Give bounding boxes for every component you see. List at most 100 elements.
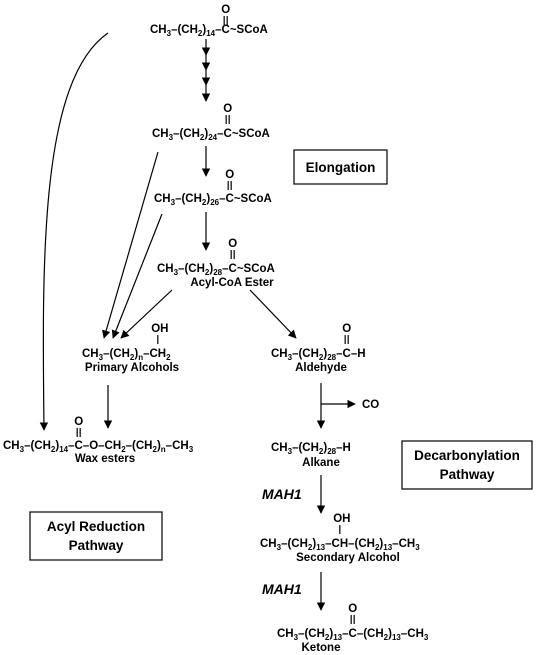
formula-c30-part-4: ) [209,263,213,275]
arrow-c16-wax [39,32,109,431]
formula-aldehyde: CH3–(CH2)28–C–H [271,348,366,362]
formula-secalcohol-part-10: –CH [392,538,415,550]
formula-c30-part-0: CH [157,263,174,275]
formula-c30-part-2: –(CH [178,263,205,275]
formula-ketone-part-5: 13 [333,633,342,642]
formula-c26-part-2: –(CH [173,128,200,140]
compound-secondary-alcohol: CH3–(CH2)13–CH–(CH2)13–CH3 OH [260,513,420,552]
formula-wax-part-6: –C–O–CH [68,440,121,452]
formula-c16-part-4: ) [202,24,206,36]
arrow-c28-alcohols [111,213,163,339]
formula-primary-alcohol: CH3–(CH2)n–CH2 [82,348,171,362]
decarbonylation-label-line2: Pathway [440,467,495,482]
hydroxyl-secondary-alcohol: OH [333,513,350,525]
formula-wax-ester: CH3–(CH2)14–C–O–CH2–(CH2)n–CH3 [3,440,194,454]
formula-c26-part-4: ) [204,128,208,140]
formula-secalcohol-part-11: 3 [415,543,420,552]
formula-secalcohol-part-2: –(CH [281,538,308,550]
formula-aldehyde-part-6: –C–H [336,348,365,360]
formula-alkane-part-5: 28 [327,447,336,456]
formula-aldehyde-part-0: CH [271,348,288,360]
decarbonylation-box: Decarbonylation Pathway [401,440,533,490]
formula-ketone-part-9: 13 [392,633,401,642]
formula-c16-part-1: 3 [167,29,172,38]
formula-alkane-part-0: CH [271,442,288,454]
formula-secalcohol-part-0: CH [260,538,277,550]
formula-wax-part-9: 2 [152,445,157,454]
formula-c28-part-3: 2 [202,198,207,207]
formula-c28-part-4: ) [206,193,210,205]
formula-c28-part-6: –C~SCoA [219,193,272,205]
compound-c30-acyl-coa: CH3–(CH2)28–C~SCoA O [157,238,275,277]
carbonyl-o-c28: O [225,169,234,181]
compound-c28-acyl-coa: CH3–(CH2)26–C~SCoA O [154,169,272,207]
formula-c26: CH3–(CH2)24–C~SCoA [152,128,270,142]
formula-aldehyde-part-4: ) [323,348,327,360]
decarbonylation-label-line1: Decarbonylation [414,448,520,463]
formula-c28-part-5: 26 [210,198,219,207]
compound-alkane: CH3–(CH2)28–H [271,442,351,456]
mah1-enzyme-label-2: MAH1 [262,581,302,597]
formula-c26-part-0: CH [152,128,169,140]
aldehyde-label: Aldehyde [295,362,347,374]
formula-wax-part-12: –CH [166,440,189,452]
formula-aldehyde-part-1: 3 [288,353,293,362]
formula-alcohol-part-5: n [138,353,143,362]
formula-c30-part-5: 28 [213,268,222,277]
formula-ketone-part-2: –(CH [298,628,325,640]
formula-ketone-part-10: –CH [401,628,424,640]
formula-ketone-part-1: 3 [294,633,299,642]
formula-c26-part-6: –C~SCoA [217,128,270,140]
compound-aldehyde: CH3–(CH2)28–C–H O [271,323,366,362]
formula-aldehyde-part-2: –(CH [292,348,319,360]
formula-c16-part-0: CH [150,24,167,36]
formula-wax-part-3: 2 [51,445,56,454]
formula-wax-part-2: –(CH [24,440,51,452]
carbonyl-o-c30: O [228,238,237,250]
carbonyl-o-wax: O [74,416,83,428]
formula-c26-part-5: 24 [208,133,217,142]
compound-wax-ester: CH3–(CH2)14–C–O–CH2–(CH2)n–CH3 O [3,416,194,454]
formula-alkane-part-6: –H [336,442,351,454]
formula-ketone-part-8: ) [388,628,392,640]
wax-esters-label: Wax esters [75,453,135,465]
formula-alcohol-part-1: 3 [99,353,104,362]
compound-c26-acyl-coa: CH3–(CH2)24–C~SCoA O [152,103,270,142]
primary-alcohols-label: Primary Alcohols [85,362,179,374]
formula-c30-part-1: 3 [174,268,179,277]
formula-secalcohol-part-6: –CH–(CH [325,538,375,550]
formula-ketone-part-4: ) [329,628,333,640]
formula-secondary-alcohol: CH3–(CH2)13–CH–(CH2)13–CH3 [260,538,420,552]
formula-alkane-part-2: –(CH [292,442,319,454]
elongation-label: Elongation [306,160,376,175]
co-label: CO [362,399,379,411]
formula-wax-part-7: 2 [121,445,126,454]
carbonyl-o-c26: O [223,103,232,115]
formula-alcohol-part-6: –CH [143,348,166,360]
formula-aldehyde-part-5: 28 [327,353,336,362]
formula-c30-part-6: –C~SCoA [222,263,275,275]
compound-ketone: CH3–(CH2)13–C–(CH2)13–CH3 O [277,603,429,642]
formula-c30-part-3: 2 [205,268,210,277]
arrows [39,32,356,611]
formula-wax-part-10: ) [157,440,161,452]
formula-ketone-part-11: 3 [424,633,429,642]
alkane-label: Alkane [302,457,340,469]
formula-wax-part-5: 14 [59,445,68,454]
formula-secalcohol-part-8: ) [379,538,383,550]
formula-alcohol-part-7: 2 [166,353,171,362]
formula-alkane-part-4: ) [323,442,327,454]
acyl-coa-ester-label: Acyl-CoA Ester [190,277,274,289]
formula-ketone-part-3: 2 [325,633,330,642]
formula-ketone: CH3–(CH2)13–C–(CH2)13–CH3 [277,628,429,642]
ketone-label: Ketone [302,642,341,654]
formula-c26-part-1: 3 [169,133,174,142]
formula-c30: CH3–(CH2)28–C~SCoA [157,263,275,277]
formula-c16-part-3: 2 [198,29,203,38]
formula-aldehyde-part-3: 2 [319,353,324,362]
formula-c16-part-2: –(CH [171,24,198,36]
formula-wax-part-13: 3 [189,445,194,454]
arrow-c30-alcohols [120,289,173,339]
formula-c28: CH3–(CH2)26–C~SCoA [154,193,272,207]
formula-ketone-part-0: CH [277,628,294,640]
